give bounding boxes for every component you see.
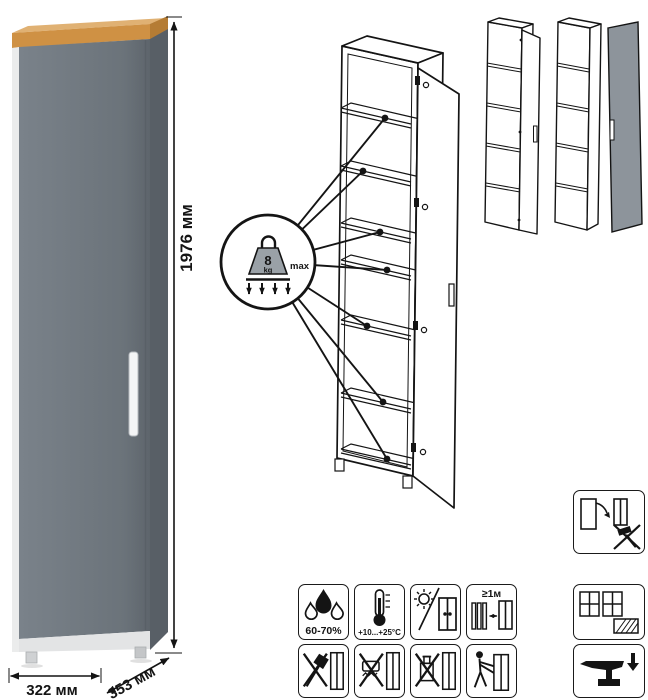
max-label: max (290, 261, 310, 272)
wardrobe-glyph (329, 651, 344, 691)
dimension-width (8, 668, 102, 683)
humidity-icon: 60-70% (298, 584, 349, 640)
cabinet-foot (134, 646, 147, 659)
variant-shelves (485, 62, 522, 193)
variant-door-handle (533, 125, 538, 143)
variant-shelves (555, 62, 590, 193)
no-sharp-tools-icon (298, 644, 349, 698)
hatch-panel-glyph (613, 618, 639, 634)
radiator-glyph (471, 602, 488, 630)
cross-out-glyph (302, 653, 328, 688)
cross-out-glyph (358, 653, 384, 688)
wardrobe-glyph (441, 651, 456, 691)
cabinet-variant-open (484, 17, 541, 235)
variant-door-handle (609, 119, 615, 141)
width-label: 322 мм (26, 682, 77, 699)
door-glyph (580, 498, 628, 530)
cabinet-render (12, 16, 168, 668)
height-label: 1976 мм (177, 204, 196, 272)
variant-grey-door-panel (607, 21, 643, 233)
carry-carefully-icon (466, 644, 517, 698)
load-arrows (246, 278, 291, 295)
variant-hinges (517, 38, 523, 222)
cabinet-door-open (411, 67, 460, 509)
cabinet-feet-drawing (334, 458, 413, 489)
door-handle-glyph (448, 283, 455, 307)
no-solvent-cleaner-icon (410, 644, 461, 698)
anvil-glyph (580, 661, 624, 686)
cabinet-foot (25, 651, 38, 664)
cross-out-glyph (414, 653, 440, 688)
distance-label: ≥1м (482, 588, 502, 600)
thermometer-glyph (373, 589, 390, 626)
wardrobe-glyph (438, 597, 457, 631)
door-adjustment-no-hammer-icon (573, 490, 645, 554)
cross-out-glyph (613, 524, 641, 550)
depth-label: 353 мм (105, 663, 158, 700)
open-cabinet-diagram: 8 kg max (219, 35, 460, 509)
load-unit: kg (264, 266, 273, 275)
cabinet-photo: 1976 мм 322 мм 353 мм (8, 16, 196, 700)
humidity-label: 60-70% (305, 625, 342, 637)
cabinet-side-panel (150, 16, 168, 650)
door-handle (128, 351, 139, 437)
bottle-glyph (419, 655, 434, 682)
window-glyph (579, 591, 623, 617)
no-direct-sunlight-icon (410, 584, 461, 640)
temperature-label: +10...+25°С (358, 628, 401, 637)
hinges (411, 76, 420, 452)
dimension-height (155, 16, 182, 654)
wardrobe-glyph (385, 651, 400, 691)
load-callout: 8 kg max (219, 213, 317, 311)
cabinet-top-edge-front (12, 24, 150, 48)
water-drops-glyph (304, 589, 344, 621)
ventilated-room-icon (573, 584, 645, 640)
weight-icon: 8 kg (247, 235, 289, 275)
cabinet-plinth (19, 631, 150, 652)
dimension-depth (106, 657, 170, 694)
cabinet-top-edge-side (150, 16, 168, 39)
wardrobe-glyph (493, 653, 510, 691)
temperature-icon: +10...+25°С (354, 584, 405, 640)
axe-glyph (305, 653, 329, 687)
heavy-object-icon (573, 644, 645, 698)
no-abrasive-cleaning-icon (354, 644, 405, 698)
cabinet-carcass-edge (12, 47, 19, 652)
wardrobe-glyph (498, 600, 513, 630)
shelves (340, 102, 421, 470)
load-value: 8 (264, 253, 271, 268)
heat-source-distance-icon: ≥1м (466, 584, 517, 640)
shelf-points (359, 114, 391, 463)
down-arrow-glyph (627, 653, 639, 671)
cabinet-top-face (12, 18, 166, 33)
person-glyph (473, 651, 495, 688)
cabinet-variant-door-removed (554, 17, 643, 233)
cabinet-door (19, 39, 150, 639)
